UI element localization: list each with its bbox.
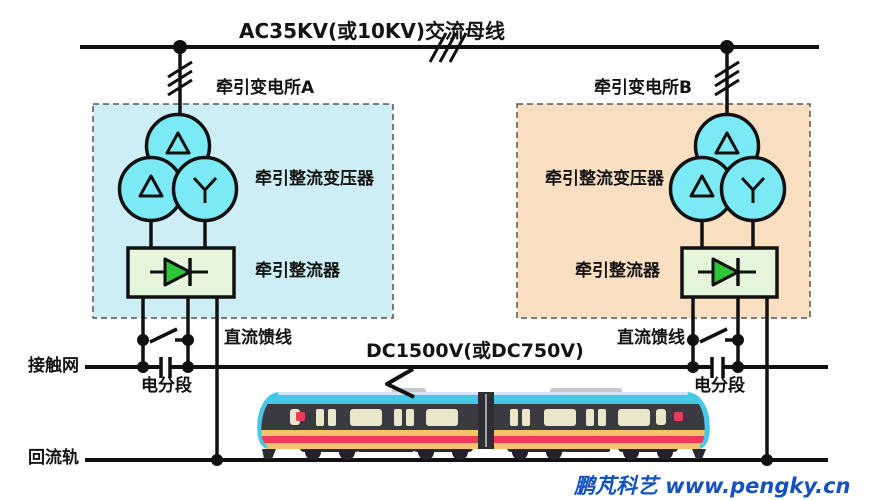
wye-symbol-icon bbox=[192, 176, 218, 203]
rectifier-a-icon bbox=[126, 246, 236, 299]
node-dot bbox=[687, 334, 699, 346]
rail-label: 回流轨 bbox=[28, 448, 79, 468]
wye-symbol-icon bbox=[740, 176, 766, 203]
rectifier-a-label: 牵引整流器 bbox=[255, 261, 340, 281]
ac-bus-line bbox=[80, 32, 819, 63]
section-insulator-b-icon bbox=[710, 357, 725, 378]
ac-bus-label: AC35KV(或10KV)交流母线 bbox=[239, 19, 506, 43]
switch-blade-icon bbox=[699, 327, 728, 344]
section-insulator-a-icon bbox=[159, 357, 172, 378]
feeder-b-label: 直流馈线 bbox=[617, 328, 685, 348]
diode-icon bbox=[163, 257, 192, 287]
node-dot bbox=[182, 334, 194, 346]
transformer-b-label: 牵引整流变压器 bbox=[545, 169, 664, 189]
substation-a-drop bbox=[167, 47, 193, 116]
switch-blade-icon bbox=[149, 327, 178, 344]
delta-symbol-icon bbox=[165, 131, 191, 155]
metro-logo-icon bbox=[674, 412, 683, 421]
dc-feeder-b bbox=[691, 297, 740, 367]
train-illustration bbox=[257, 388, 710, 460]
feeder-a-label: 直流馈线 bbox=[224, 328, 292, 348]
delta-symbol-icon bbox=[138, 174, 164, 198]
watermark: 鹏芃科艺 www.pengky.cn bbox=[574, 474, 851, 498]
transformer-a-label: 牵引整流变压器 bbox=[255, 169, 374, 189]
dc-voltage-label: DC1500V(或DC750V) bbox=[366, 340, 584, 362]
delta-symbol-icon bbox=[689, 174, 715, 198]
delta-symbol-icon bbox=[714, 131, 740, 155]
rectifier-b-label: 牵引整流器 bbox=[575, 261, 660, 281]
metro-logo-icon bbox=[296, 412, 305, 421]
rail-junction-dot bbox=[761, 454, 773, 466]
pantograph-icon bbox=[385, 367, 415, 399]
node-dot bbox=[137, 334, 149, 346]
substation-a-name: 牵引变电所A bbox=[216, 78, 315, 98]
substation-b-name: 牵引变电所B bbox=[594, 78, 692, 98]
substation-b-drop bbox=[714, 47, 740, 116]
diode-icon bbox=[711, 257, 740, 287]
rail-junction-dot bbox=[211, 454, 223, 466]
bus-break-icon bbox=[428, 32, 468, 63]
catenary-label: 接触网 bbox=[28, 356, 79, 376]
rectifier-b-icon bbox=[680, 246, 779, 299]
section-a-label: 电分段 bbox=[141, 376, 192, 396]
train-windows bbox=[290, 409, 666, 426]
node-dot bbox=[732, 334, 744, 346]
three-phase-slashes-icon bbox=[714, 60, 740, 97]
three-phase-slashes-icon bbox=[167, 60, 193, 97]
dc-feeder-a bbox=[141, 297, 190, 367]
section-b-label: 电分段 bbox=[694, 376, 745, 396]
